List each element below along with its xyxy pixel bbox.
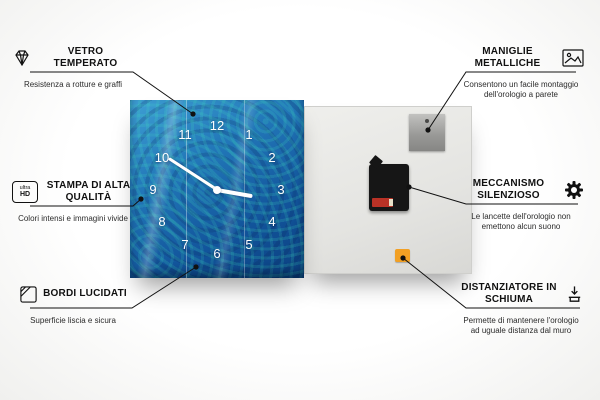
foam-spacer [395,249,410,262]
callout-header: DISTANZIATORE IN SCHIUMA [458,280,584,308]
clock-numeral: 10 [154,150,170,165]
callout-title: MANIGLIE METALLICHE [474,45,541,70]
picture-frame-icon [562,49,584,67]
clock-numeral: 12 [209,118,225,133]
clock-numeral: 11 [178,127,192,142]
callout-bordi-lucidati: BORDI LUCIDATI Superficie liscia e sicur… [12,280,134,326]
callout-header: BORDI LUCIDATI [12,280,134,308]
callout-header: MECCANISMO SILENZIOSO [458,176,584,204]
callout-distanziatore-schiuma: DISTANZIATORE IN SCHIUMA Permette di man… [458,280,584,337]
clock-numeral: 1 [245,127,253,142]
callout-title: DISTANZIATORE IN SCHIUMA [461,281,557,306]
clock-numeral: 8 [158,214,166,229]
callout-subtitle: Permette di mantenere l'orologio ad ugua… [463,316,579,336]
battery [372,198,393,207]
clock-front-panel: 12 1 2 3 4 5 6 7 8 9 10 11 [130,100,304,278]
callout-subtitle: Colori intensi e immagini vivide [18,214,128,223]
ultra-hd-icon: ultra HD [12,181,38,203]
clock-numeral: 5 [245,237,253,252]
metal-hanger-plate [409,114,445,151]
callout-title: MECCANISMO SILENZIOSO [472,177,545,202]
clock-numeral: 7 [181,237,189,252]
spacer-arrow-icon [565,285,584,304]
hanger-hole [425,119,429,123]
callout-meccanismo-silenzioso: MECCANISMO SILENZIOSO Le lancette dell'o… [458,176,584,233]
callout-subtitle: Le lancette dell'orologio non emettono a… [471,212,571,232]
clock-numeral: 9 [149,182,157,197]
ultra-hd-label-top: ultra [19,184,31,191]
clock-back-panel [304,106,472,274]
callout-header: ultra HD STAMPA DI ALTA QUALITÀ [12,178,134,206]
callout-maniglie-metalliche: MANIGLIE METALLICHE Consentono un facile… [458,44,584,101]
callout-title: BORDI LUCIDATI [43,287,127,299]
clock-numeral: 2 [268,150,276,165]
gear-icon [564,180,584,200]
ultra-hd-label-bottom: HD [19,191,31,199]
callout-header: VETRO TEMPERATO [12,44,134,72]
callout-header: MANIGLIE METALLICHE [458,44,584,72]
clock-numeral: 4 [268,214,276,229]
callout-subtitle: Resistenza a rotture e graffi [23,80,123,89]
diamond-icon [12,49,32,67]
callout-title: STAMPA DI ALTA QUALITÀ [46,179,131,204]
callout-vetro-temperato: VETRO TEMPERATO Resistenza a rotture e g… [12,44,134,90]
polished-edge-icon [19,285,38,304]
hanger-hook [368,154,384,170]
callout-title: VETRO TEMPERATO [53,45,118,70]
clock-mechanism [368,154,409,211]
callout-subtitle: Superficie liscia e sicura [30,316,116,325]
clock-numeral: 3 [277,182,285,197]
callout-stampa-alta-qualita: ultra HD STAMPA DI ALTA QUALITÀ Colori i… [12,178,134,224]
clock-center-cap [213,186,221,194]
callout-subtitle: Consentono un facile montaggio dell'orol… [463,80,579,100]
clock-numeral: 6 [213,246,221,261]
